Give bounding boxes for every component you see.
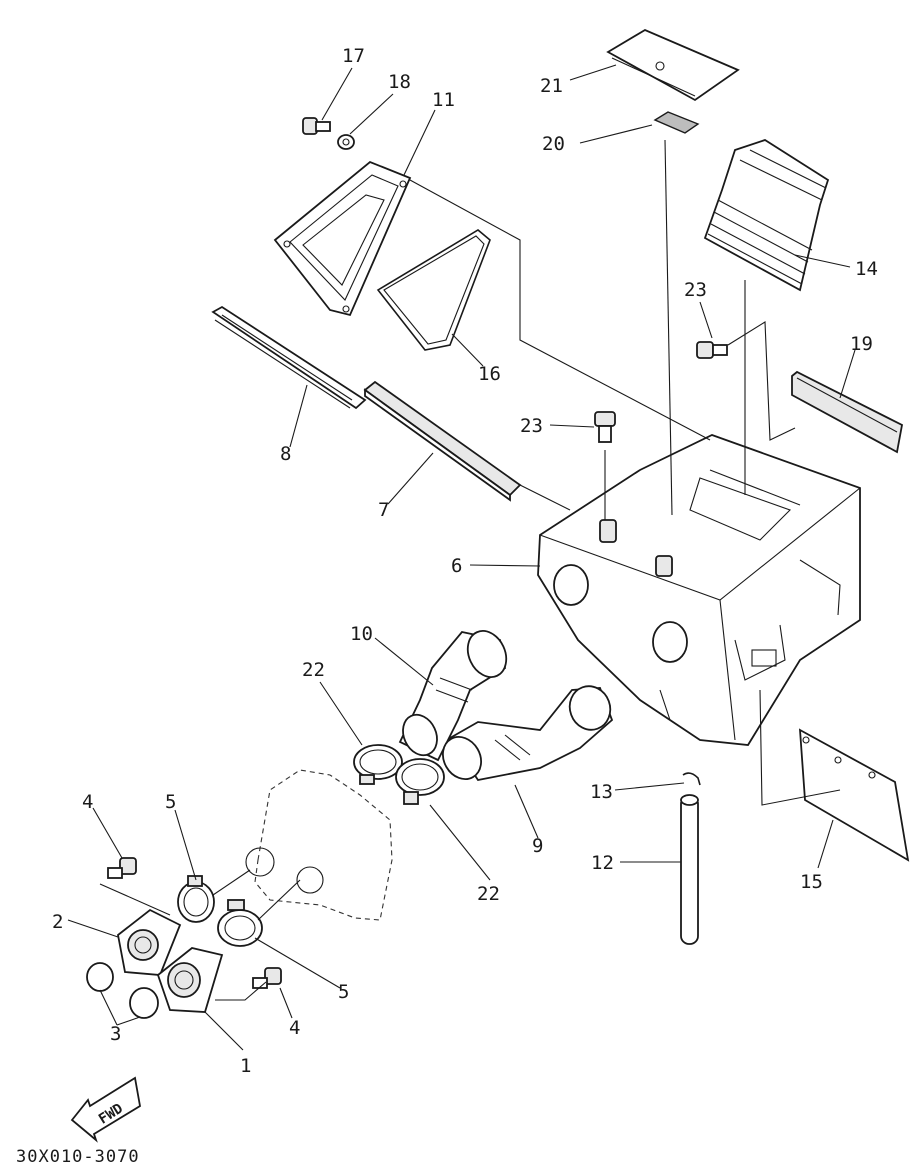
- part-6-air-box: [537, 434, 861, 746]
- callout-23-upper: 23: [684, 279, 707, 301]
- part-7-filter-element: [363, 380, 522, 502]
- callout-19: 19: [850, 333, 873, 355]
- callout-12: 12: [591, 852, 614, 874]
- callout-labels: 17 18 11 21 20 14 23 16 19 8 23 7 6 10 2…: [16, 45, 878, 1167]
- part-22a-clamp: [353, 744, 403, 785]
- callout-16: 16: [478, 363, 501, 385]
- part-9-joint-hose: [442, 685, 614, 781]
- drawing-code: 30X010-3070: [16, 1147, 140, 1167]
- part-3-o-rings: [86, 962, 159, 1019]
- part-18-washer: [337, 134, 355, 150]
- part-20-pad: [653, 111, 700, 134]
- callout-6: 6: [451, 555, 462, 577]
- callout-14: 14: [855, 258, 878, 280]
- part-23a-bolt: [696, 341, 728, 359]
- callout-7: 7: [378, 499, 389, 521]
- part-15-plate: [798, 728, 910, 862]
- part-1-intake-manifold: [156, 947, 224, 1013]
- callout-5-lower: 5: [338, 981, 349, 1003]
- carburetor-outline: [245, 769, 393, 921]
- part-22b-clamp: [395, 758, 445, 805]
- part-14-intake-duct: [703, 139, 830, 292]
- part-13-clip: [682, 772, 701, 786]
- callout-4-lower: 4: [289, 1017, 300, 1039]
- part-21-cover-plate: [606, 28, 740, 102]
- callout-4-upper: 4: [82, 791, 93, 813]
- callout-13: 13: [590, 781, 613, 803]
- part-8-filter-frame: [211, 305, 367, 410]
- part-16-gasket: [376, 229, 491, 351]
- callout-5-upper: 5: [165, 791, 176, 813]
- callout-21: 21: [540, 75, 563, 97]
- callout-9: 9: [532, 835, 543, 857]
- callout-1: 1: [240, 1055, 251, 1077]
- callout-22-upper: 22: [302, 659, 325, 681]
- callout-10: 10: [350, 623, 373, 645]
- part-2-intake-manifold: [117, 908, 182, 976]
- part-10-joint-hose: [398, 630, 508, 762]
- part-12-drain-hose: [680, 794, 699, 945]
- callout-22-lower: 22: [477, 883, 500, 905]
- part-23b-bolt: [594, 411, 616, 443]
- part-5a-clamp: [177, 875, 215, 923]
- part-5b-clamp: [217, 899, 263, 947]
- part-4a-screw: [107, 857, 137, 879]
- part-11-filter-cover: [273, 160, 412, 317]
- callout-18: 18: [388, 71, 411, 93]
- callout-2: 2: [52, 911, 63, 933]
- fwd-arrow-icon: [70, 1076, 141, 1143]
- callout-23-lower: 23: [520, 415, 543, 437]
- callout-8: 8: [280, 443, 291, 465]
- leader-lines: [67, 64, 856, 1051]
- callout-17: 17: [342, 45, 365, 67]
- callout-11: 11: [432, 89, 455, 111]
- part-19-foam-strip: [791, 370, 904, 454]
- part-17-screw: [302, 117, 331, 135]
- part-4b-screw: [252, 967, 282, 989]
- callout-15: 15: [800, 871, 823, 893]
- callout-3: 3: [110, 1023, 121, 1045]
- callout-20: 20: [542, 133, 565, 155]
